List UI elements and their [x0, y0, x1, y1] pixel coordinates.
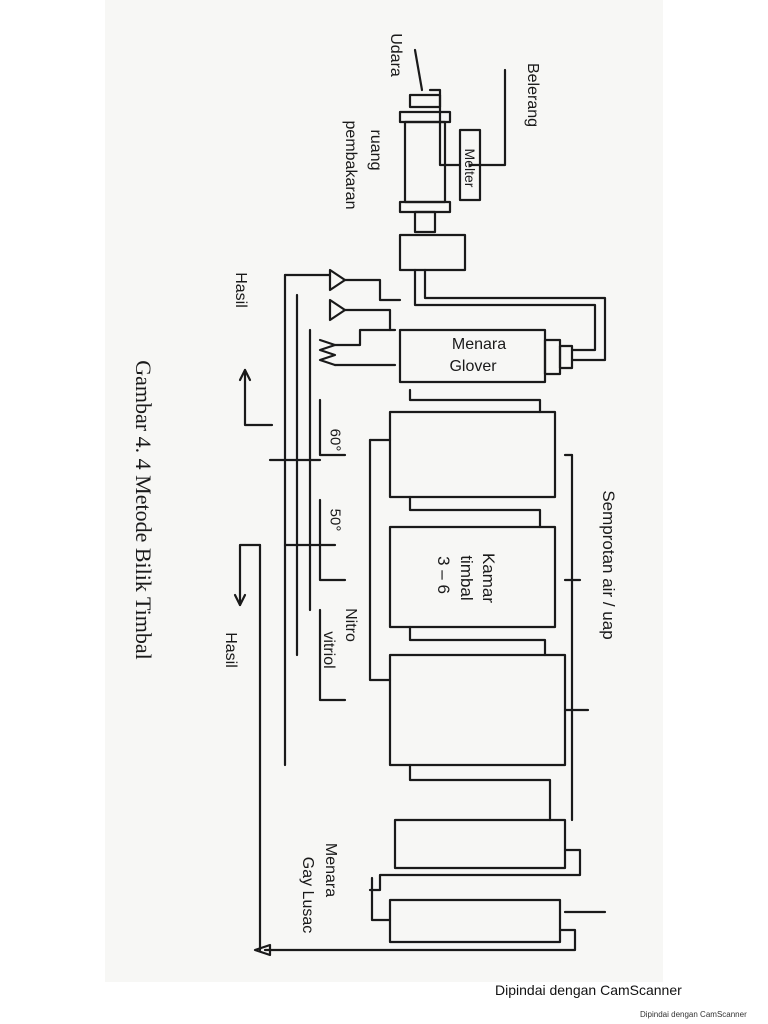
gay-lussac-pump — [253, 943, 272, 957]
label-60-deg: 60° — [326, 428, 344, 452]
label-50-deg: 50° — [326, 508, 344, 532]
gay-lussac-tower-2 — [388, 898, 562, 944]
lead-chamber-3 — [388, 653, 567, 767]
burner-flange-top — [398, 110, 452, 124]
lead-chamber-2 — [388, 525, 557, 629]
label-menara-gay-1: Menara — [322, 842, 339, 898]
burner-neck — [413, 210, 437, 234]
lead-chamber-1 — [388, 410, 557, 499]
label-melter: Melter — [462, 148, 478, 188]
scanned-page — [105, 0, 663, 982]
label-pembakaran: pembakaran — [342, 120, 359, 210]
label-ruang: ruang — [367, 129, 384, 171]
glover-top-cap — [543, 338, 562, 376]
furnace-melter-group — [398, 48, 507, 272]
sprayer-2 — [328, 298, 347, 322]
label-range: 3 – 6 — [434, 556, 453, 594]
label-menara-glover-1: Menara — [451, 336, 507, 353]
camscanner-footer-small: Dipindai dengan CamScanner — [640, 1010, 747, 1019]
glover-top-cap-2 — [558, 344, 574, 370]
product-lines-group — [233, 273, 347, 952]
label-kamar: Kamar — [479, 552, 498, 604]
lead-chambers-group — [368, 388, 590, 822]
gay-lussac-group — [253, 818, 607, 957]
dust-chamber — [398, 233, 467, 272]
label-menara-glover-2: Glover — [449, 358, 497, 375]
figure-caption: Gambar 4. 4 Metode Bilik Timbal — [131, 360, 156, 660]
label-semprotan: Semprotan air / uap — [599, 490, 618, 640]
label-nitro: Nitro — [342, 608, 359, 642]
label-udara: Udara — [387, 33, 404, 77]
label-vitriol: vitriol — [320, 631, 337, 669]
label-hasil-bottom: Hasil — [222, 632, 239, 668]
sprayer-1 — [328, 268, 347, 292]
label-timbal: timbal — [457, 555, 476, 601]
label-hasil-top: Hasil — [232, 272, 249, 308]
label-belerang: Belerang — [524, 62, 541, 128]
gay-lussac-tower-1 — [393, 818, 567, 870]
burner-flange-bottom — [398, 200, 452, 214]
burner-cap — [408, 93, 442, 109]
label-menara-gay-2: Gay Lusac — [299, 856, 316, 934]
camscanner-footer: Dipindai dengan CamScanner — [495, 982, 682, 998]
glover-tower-group — [318, 268, 607, 384]
cooler-coil — [318, 338, 337, 367]
